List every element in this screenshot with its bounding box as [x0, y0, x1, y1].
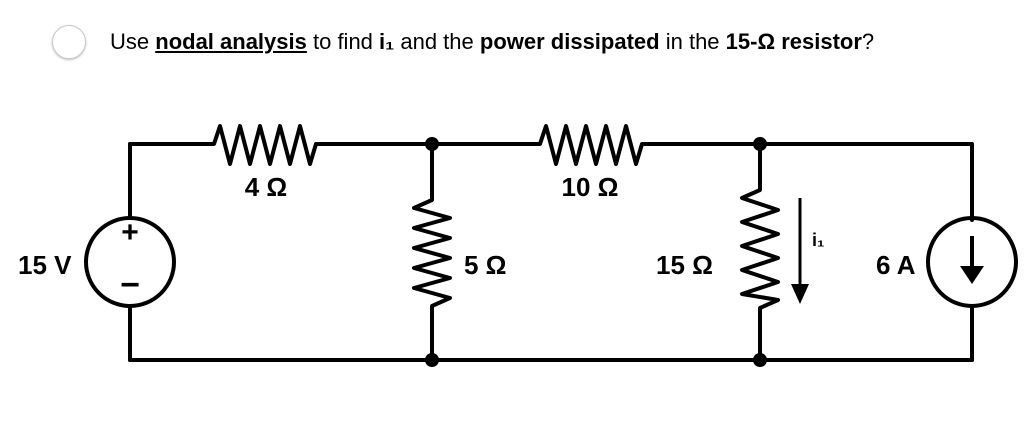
node-bottom-right	[753, 353, 767, 367]
answer-radio-button[interactable]	[52, 25, 86, 59]
question-emphasis-i1: i₁	[379, 29, 395, 54]
voltage-source-minus: −	[120, 266, 140, 304]
node-top-left	[425, 137, 439, 151]
question-part: ?	[861, 29, 875, 54]
question-emphasis-nodal-analysis: nodal analysis	[155, 29, 307, 54]
voltage-source	[84, 216, 176, 308]
resistor-4-ohm-label: 4 Ω	[245, 172, 288, 202]
node-top-right	[753, 137, 767, 151]
resistor-5-ohm-label: 5 Ω	[464, 250, 507, 280]
question-emphasis-resistor: 15-Ω resistor	[725, 29, 862, 54]
resistor-10-ohm-label: 10 Ω	[562, 172, 619, 202]
current-i1-label: i₁	[812, 230, 824, 250]
question-text: Use nodal analysis to find i₁ and the po…	[110, 29, 874, 55]
current-source	[926, 216, 1018, 308]
question-part: and the	[394, 29, 480, 54]
question-part: Use	[110, 29, 156, 54]
resistor-15-ohm-label: 15 Ω	[656, 250, 713, 280]
resistor-5-ohm	[412, 142, 452, 362]
resistor-15-ohm	[740, 142, 780, 362]
question-part: in the	[659, 29, 726, 54]
current-arrow-head	[791, 284, 809, 304]
question-row: Use nodal analysis to find i₁ and the po…	[52, 22, 874, 62]
voltage-source-plus: +	[121, 216, 139, 249]
current-source-arrow-head	[960, 266, 984, 284]
node-bottom-left	[425, 353, 439, 367]
top-wire-left	[128, 124, 974, 222]
question-emphasis-power: power dissipated	[479, 29, 660, 54]
question-part: to find	[306, 29, 380, 54]
voltage-source-label: 15 V	[18, 250, 72, 280]
current-source-label: 6 A	[876, 250, 916, 280]
